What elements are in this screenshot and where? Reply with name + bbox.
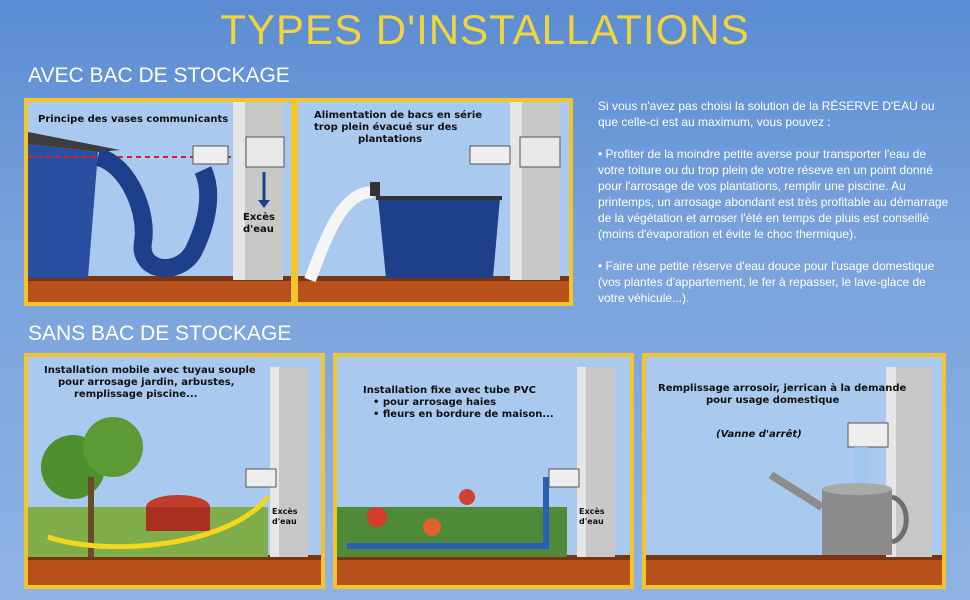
panel-caption-line-1: Remplissage arrosoir, jerrican à la dema…: [658, 383, 907, 394]
description-intro: Si vous n'avez pas choisi la solution de…: [598, 99, 935, 129]
watering-can-illustration: [646, 367, 942, 585]
description-point-1: • Profiter de la moindre petite averse p…: [598, 147, 949, 241]
panel-watering-can: Remplissage arrosoir, jerrican à la dema…: [642, 353, 946, 589]
panel-caption-line-3: remplissage piscine...: [74, 389, 198, 400]
panel-caption-line-1: Alimentation de bacs en série: [314, 110, 483, 121]
series-tanks-illustration: [298, 102, 569, 302]
description-point-2: • Faire une petite réserve d'eau douce p…: [598, 259, 935, 305]
section-heading-with-tank: AVEC BAC DE STOCKAGE: [28, 64, 290, 87]
panel-series-tanks: Alimentation de bacs en série trop plein…: [294, 98, 573, 306]
panel-caption-line-3: plantations: [358, 134, 423, 145]
panel-caption-line-1: Installation mobile avec tuyau souple: [44, 365, 256, 376]
panel-caption-line-2: trop plein évacué sur des: [314, 122, 458, 133]
overflow-label: Excès d'eau: [272, 507, 298, 526]
panel-caption-line-3: • fleurs en bordure de maison...: [373, 409, 554, 420]
panel-communicating-vessels: Principe des vases communicants Excès d'…: [24, 98, 295, 306]
section-heading-without-tank: SANS BAC DE STOCKAGE: [28, 322, 292, 345]
overflow-label: Excès d'eau: [579, 507, 605, 526]
panel-mobile-installation: Installation mobile avec tuyau souple po…: [24, 353, 325, 589]
mobile-installation-illustration: [28, 367, 321, 585]
valve-label: (Vanne d'arrêt): [716, 429, 802, 440]
installation-description: Si vous n'avez pas choisi la solution de…: [598, 98, 950, 322]
panel-caption-line-1: Installation fixe avec tube PVC: [363, 385, 536, 396]
panel-caption-line-2: pour arrosage jardin, arbustes,: [58, 377, 235, 388]
overflow-label: Excès d'eau: [243, 212, 275, 235]
fixed-installation-illustration: [337, 367, 630, 585]
page-title: TYPES D'INSTALLATIONS: [220, 6, 750, 53]
panel-fixed-installation: Installation fixe avec tube PVC • pour a…: [333, 353, 634, 589]
panel-caption-line-2: pour usage domestique: [706, 395, 840, 406]
communicating-vessels-illustration: [28, 102, 291, 302]
panel-caption: Principe des vases communicants: [38, 114, 229, 125]
panel-caption-line-2: • pour arrosage haies: [373, 397, 497, 408]
